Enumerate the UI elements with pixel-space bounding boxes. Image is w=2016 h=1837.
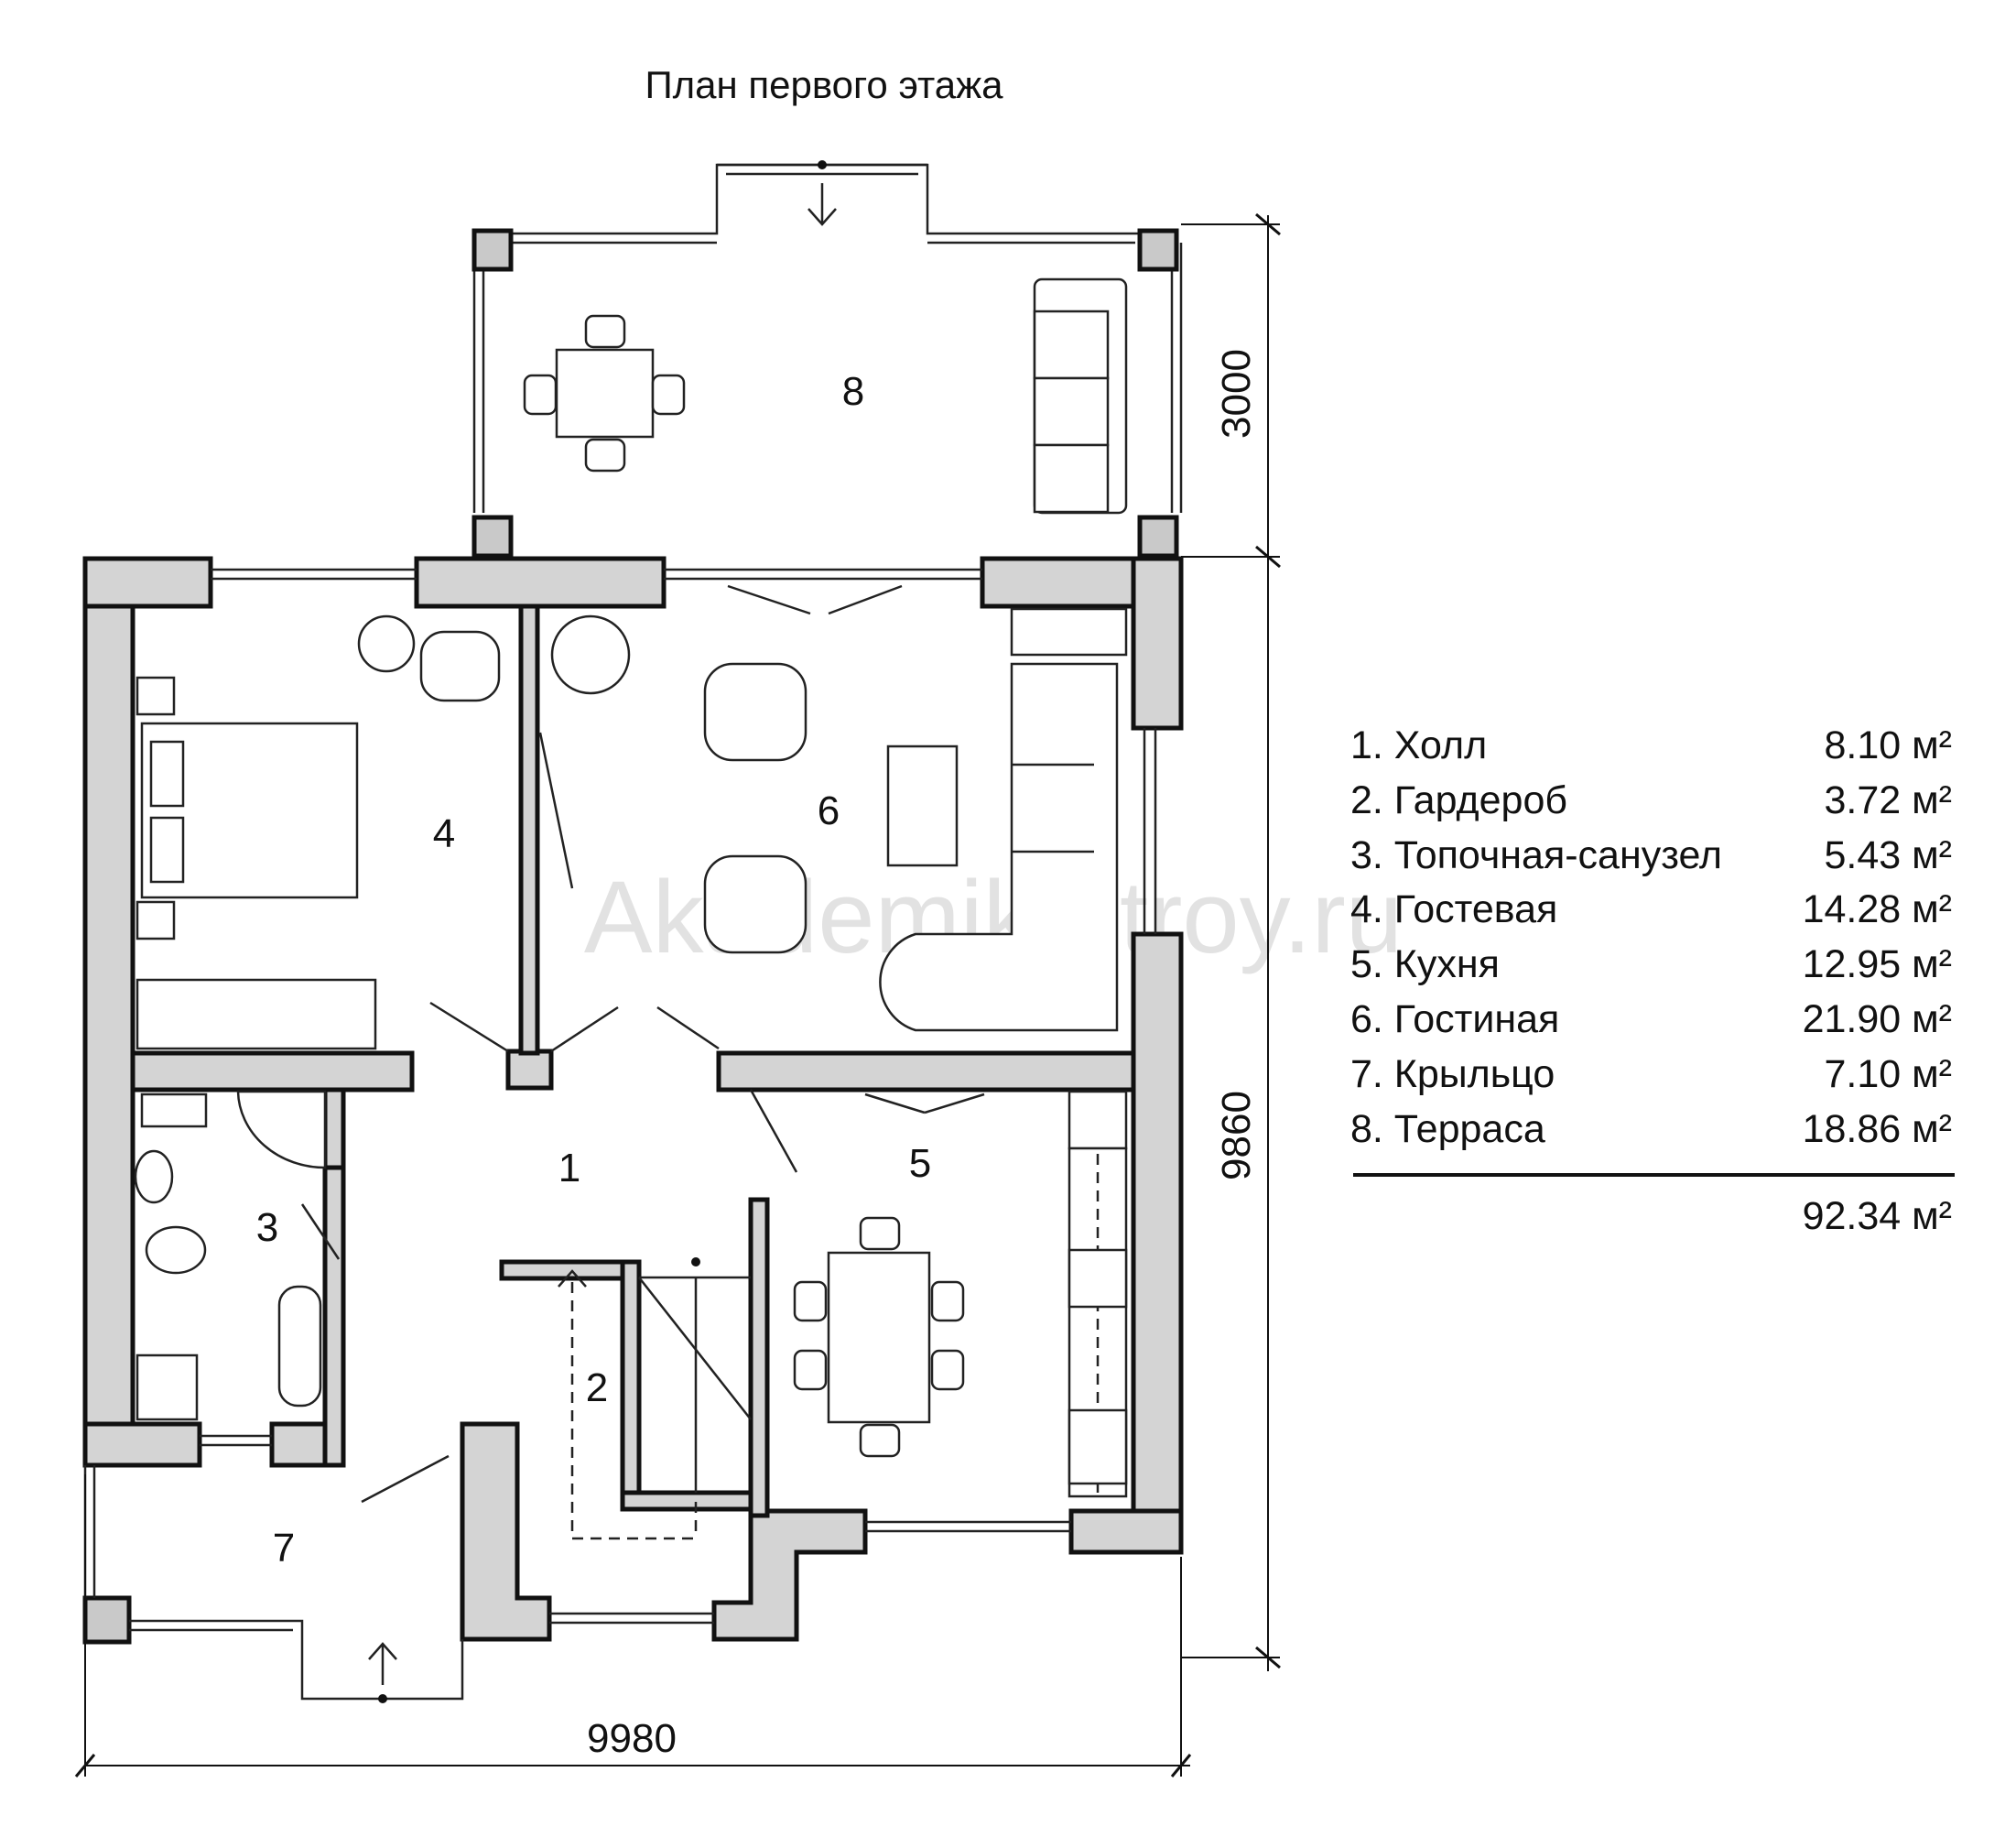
dining-chair [930, 1349, 965, 1391]
shower-tray [236, 1090, 327, 1169]
room-number-4: 4 [433, 811, 455, 856]
legend-label-1: 1. Холл [1350, 723, 1487, 767]
legend-label-8: 8. Терраса [1350, 1107, 1545, 1151]
staircase [558, 1257, 752, 1540]
porch-column [82, 1595, 132, 1645]
room-number-8: 8 [842, 369, 864, 414]
washing-machine [135, 1353, 199, 1421]
terrace-column-nw [471, 228, 514, 272]
plant [550, 614, 631, 695]
terrace-column-sw [471, 515, 514, 559]
bathroom-fixtures [134, 1090, 327, 1421]
room-number-3: 3 [256, 1205, 278, 1250]
room-number-7: 7 [273, 1526, 295, 1571]
terrace-table [555, 348, 655, 439]
room-number-5: 5 [909, 1141, 931, 1186]
dimension-terrace: 3000 [1214, 349, 1259, 439]
side-table [357, 614, 416, 673]
terrace-chair [651, 374, 686, 416]
porch-step-marker [378, 1694, 387, 1703]
armchair [703, 662, 807, 762]
legend-area-3: 5.43 м² [1824, 833, 1952, 877]
legend-label-2: 2. Гардероб [1350, 778, 1567, 822]
legend-label-7: 7. Крыльцо [1350, 1052, 1555, 1096]
stove [1068, 1248, 1128, 1309]
pillow [149, 816, 185, 884]
nightstand [135, 676, 176, 716]
legend-area-1: 8.10 м² [1824, 723, 1952, 767]
guest-room-furniture [135, 614, 501, 1050]
terrace-column-se [1137, 515, 1179, 559]
coffee-table [886, 745, 959, 867]
dimension-lines [74, 212, 1281, 1777]
dresser [135, 978, 377, 1050]
legend-area-4: 14.28 м² [1803, 887, 1952, 931]
dining-chair [930, 1280, 965, 1322]
dimension-depth: 9860 [1214, 1091, 1259, 1180]
terrace-entry-arrow [807, 183, 837, 226]
corner-sofa [879, 662, 1119, 1032]
room-number-2: 2 [586, 1365, 608, 1410]
terrace-chair [584, 438, 626, 473]
legend-total: 92.34 м² [1803, 1194, 1952, 1238]
legend-area-5: 12.95 м² [1803, 942, 1952, 986]
terrace-area [471, 160, 1183, 559]
nightstand [135, 900, 176, 940]
armchair [703, 854, 807, 954]
porch-area [83, 1465, 464, 1703]
tv-console [1010, 607, 1128, 657]
dimension-width: 9980 [587, 1716, 677, 1761]
porch-entry-arrow [368, 1642, 397, 1685]
fridge [1068, 1090, 1128, 1150]
terrace-sofa-cushion [1033, 310, 1110, 380]
room-legend: 1. Холл 8.10 м² 2. Гардероб 3.72 м² 3. Т… [1350, 723, 1955, 1238]
room-number-6: 6 [818, 788, 840, 833]
dining-chair [793, 1349, 828, 1391]
legend-area-2: 3.72 м² [1824, 778, 1952, 822]
kitchen-furniture [793, 1090, 1128, 1498]
legend-label-5: 5. Кухня [1350, 942, 1500, 986]
bathtub [277, 1285, 322, 1408]
sink [134, 1149, 174, 1204]
boiler [140, 1092, 208, 1128]
legend-label-4: 4. Гостевая [1350, 887, 1557, 931]
legend-area-7: 7.10 м² [1824, 1052, 1952, 1096]
walls [82, 556, 1184, 1645]
terrace-step-marker [818, 160, 827, 169]
terrace-sofa-cushion [1033, 376, 1110, 447]
legend-area-6: 21.90 м² [1803, 997, 1952, 1041]
toilet [145, 1225, 207, 1275]
legend-area-8: 18.86 м² [1803, 1107, 1952, 1151]
terrace-sofa-cushion [1033, 443, 1110, 514]
room-number-1: 1 [558, 1146, 580, 1190]
stair-marker [691, 1257, 700, 1266]
dining-table [827, 1251, 931, 1424]
windows [200, 568, 1157, 1625]
dining-chair [859, 1216, 901, 1251]
terrace-column-ne [1137, 228, 1179, 272]
armchair [419, 630, 501, 702]
terrace-chair [523, 374, 558, 416]
kitchen-sink [1068, 1408, 1128, 1485]
doors [300, 584, 985, 1504]
legend-label-6: 6. Гостиная [1350, 997, 1559, 1041]
pillow [149, 740, 185, 808]
dining-chair [859, 1423, 901, 1458]
terrace-chair [584, 314, 626, 349]
living-room-furniture [550, 607, 1128, 1032]
legend-label-3: 3. Топочная-санузел [1350, 833, 1722, 877]
plan-title: План первого этажа [645, 63, 1003, 106]
dining-chair [793, 1280, 828, 1322]
